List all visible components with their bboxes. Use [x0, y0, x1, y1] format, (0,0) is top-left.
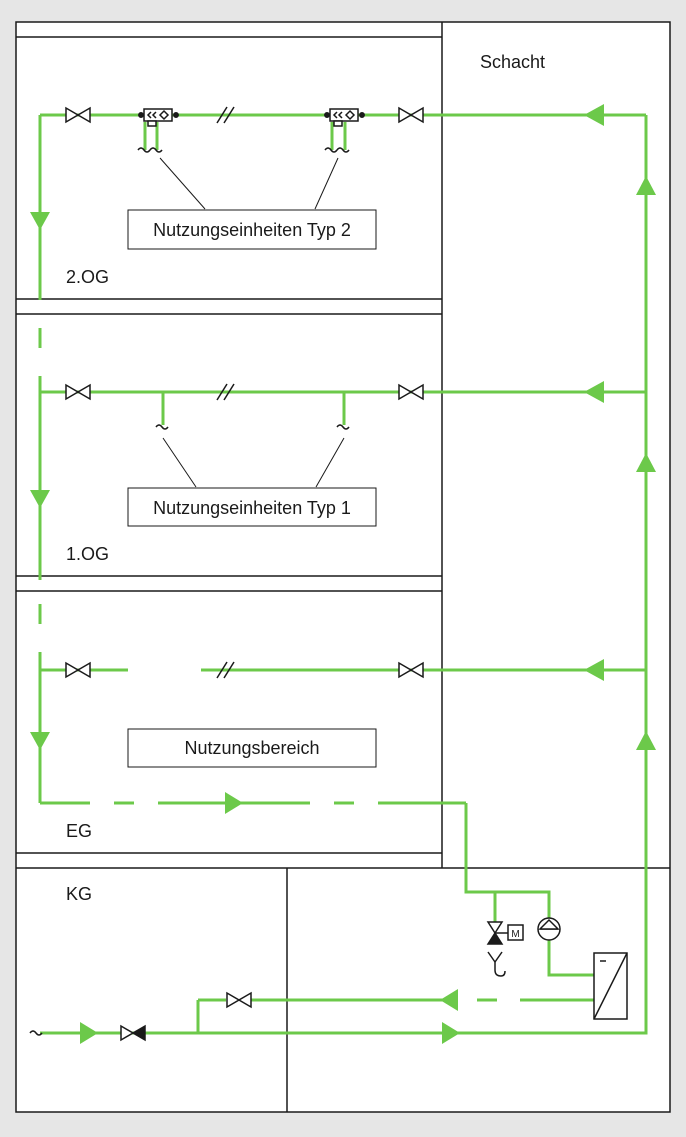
units-type1-box: [127, 487, 377, 527]
usage-area-label: Nutzungsbereich: [184, 738, 319, 758]
flow-arrow-right: [442, 1022, 460, 1044]
flow-arrow-down: [30, 490, 50, 508]
flow-arrow-down: [30, 732, 50, 750]
valve-icon: [65, 383, 91, 401]
valve-icon: [398, 106, 424, 124]
floor-label-eg: EG: [66, 821, 92, 841]
shaft-label: Schacht: [480, 52, 545, 72]
floor-label-1og: 1.OG: [66, 544, 109, 564]
valve-icon: [398, 661, 424, 679]
flow-arrows: [30, 104, 656, 1044]
units-type2-box: [127, 209, 377, 250]
flow-arrow-up: [636, 176, 656, 195]
building-outline: [15, 21, 671, 1113]
motor-valve-icon: M: [486, 921, 524, 945]
mixer-fitting-icon: [138, 108, 179, 127]
pipe-break-marks: [216, 106, 235, 679]
leader-lines: [159, 157, 345, 488]
tap-icon: [29, 147, 350, 1036]
usage-area-box: [127, 728, 377, 768]
motor-symbol: M: [511, 929, 519, 940]
flow-arrow-left: [584, 659, 604, 681]
flow-arrow-up: [636, 731, 656, 750]
circulation-pump-icon: [537, 917, 561, 941]
shutoff-valves: [65, 106, 424, 1009]
circulation-return-pipes: [38, 115, 598, 1033]
floor-label-2og: 2.OG: [66, 267, 109, 287]
flow-arrow-down: [30, 212, 50, 230]
check-valve-icon: [120, 1024, 146, 1042]
valve-icon: [65, 106, 91, 124]
valve-icon: [226, 991, 252, 1009]
flow-arrow-up: [636, 453, 656, 472]
valve-icon: [398, 383, 424, 401]
flow-arrow-right: [80, 1022, 98, 1044]
flow-arrow-left: [584, 381, 604, 403]
drain-funnel-icon: [487, 951, 506, 977]
flow-arrow-right: [225, 792, 243, 814]
units-type2-label: Nutzungseinheiten Typ 2: [153, 220, 351, 240]
units-type1-label: Nutzungseinheiten Typ 1: [153, 498, 351, 518]
mixer-fitting-icon: [324, 108, 365, 127]
water-heater-icon: [593, 952, 628, 1020]
floor-label-kg: KG: [66, 884, 92, 904]
flow-arrow-left: [440, 989, 458, 1011]
valve-icon: [65, 661, 91, 679]
flow-arrow-left: [584, 104, 604, 126]
